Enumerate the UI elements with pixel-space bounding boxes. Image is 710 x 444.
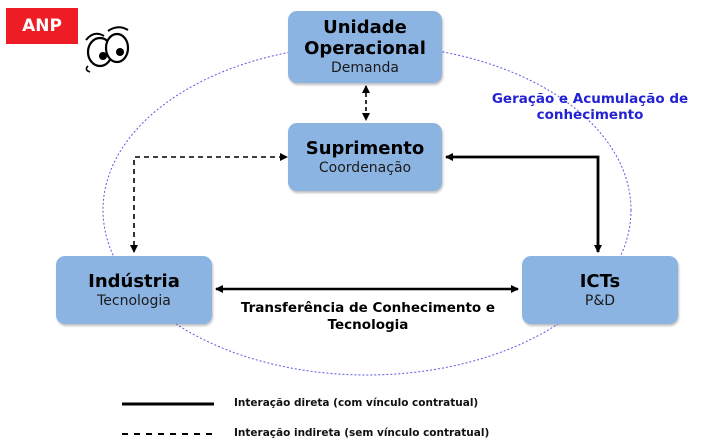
- arrow-suprimento-industria: [130, 156, 284, 253]
- cycle-label: Geração e Acumulação de conhecimento: [470, 91, 710, 123]
- cycle-label-line2: conhecimento: [536, 107, 644, 123]
- node-unidade-title-line1: Unidade: [323, 17, 407, 38]
- node-unidade-subtitle: Demanda: [331, 60, 399, 76]
- node-suprimento-title: Suprimento: [305, 137, 425, 159]
- transfer-label: Transferência de Conhecimento e Tecnolog…: [212, 300, 524, 334]
- legend-indirect-label: Interação indireta (sem vínculo contratu…: [234, 427, 490, 439]
- anp-badge: ANP: [6, 8, 78, 44]
- node-icts-subtitle: P&D: [584, 292, 616, 309]
- cycle-label-line1: Geração e Acumulação de: [491, 91, 689, 107]
- eyes-icon: [85, 26, 130, 73]
- transfer-label-line1: Transferência de Conhecimento e: [240, 300, 496, 316]
- transfer-label-line2: Tecnologia: [327, 317, 409, 333]
- node-industria: Indústria Tecnologia: [56, 256, 212, 324]
- node-icts: ICTs P&D: [522, 256, 678, 324]
- node-industria-subtitle: Tecnologia: [97, 292, 171, 309]
- node-unidade-operacional: Unidade Operacional Demanda: [288, 11, 442, 83]
- node-suprimento-subtitle: Coordenação: [318, 159, 412, 176]
- arrow-icts-suprimento: [445, 153, 602, 253]
- knowledge-cycle-ellipse: [102, 44, 632, 376]
- node-icts-title: ICTs: [579, 270, 621, 292]
- legend-direct-label: Interação direta (com vínculo contratual…: [234, 397, 479, 409]
- node-unidade-title-line2: Operacional: [304, 38, 426, 59]
- node-industria-title: Indústria: [88, 270, 180, 292]
- node-suprimento: Suprimento Coordenação: [288, 123, 442, 191]
